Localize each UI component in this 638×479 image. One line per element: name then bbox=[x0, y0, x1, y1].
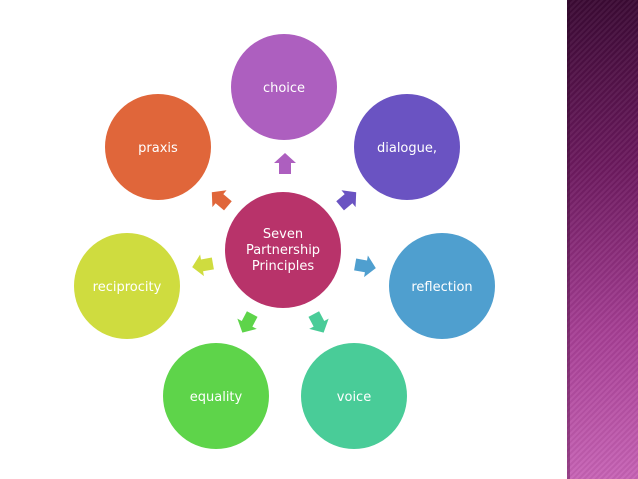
node-label-reflection: reflection bbox=[411, 280, 472, 295]
center-label-line-2: Partnership bbox=[246, 243, 320, 258]
node-label-reciprocity: reciprocity bbox=[93, 280, 162, 295]
node-reflection: reflection bbox=[389, 233, 495, 339]
node-circle-praxis bbox=[105, 94, 211, 200]
node-label-dialogue: dialogue, bbox=[377, 141, 437, 156]
node-voice: voice bbox=[301, 343, 407, 449]
node-circle-choice bbox=[231, 34, 337, 140]
node-dialogue: dialogue, bbox=[354, 94, 460, 200]
center-label-line-3: Principles bbox=[252, 259, 314, 274]
node-equality: equality bbox=[163, 343, 269, 449]
node-circle-equality bbox=[163, 343, 269, 449]
node-circle-reciprocity bbox=[74, 233, 180, 339]
arrow-equality bbox=[237, 311, 258, 333]
arrow-reciprocity bbox=[192, 254, 214, 277]
node-choice: choice bbox=[231, 34, 337, 140]
arrow-praxis bbox=[211, 190, 232, 211]
node-praxis: praxis bbox=[105, 94, 211, 200]
arrow-shape-praxis bbox=[211, 190, 232, 211]
arrow-group bbox=[192, 153, 376, 333]
node-label-voice: voice bbox=[337, 390, 371, 405]
node-label-equality: equality bbox=[190, 390, 243, 405]
arrow-voice bbox=[308, 311, 329, 333]
arrow-shape-choice bbox=[274, 153, 296, 174]
side-band-edge bbox=[567, 0, 570, 479]
arrow-shape-equality bbox=[237, 311, 258, 333]
arrow-dialogue bbox=[336, 190, 357, 211]
arrow-shape-dialogue bbox=[336, 190, 357, 211]
decorative-side-band bbox=[567, 0, 638, 479]
node-circle-voice bbox=[301, 343, 407, 449]
node-group: choice dialogue, reflection voice equality re… bbox=[74, 34, 495, 449]
center-node: Seven Partnership Principles bbox=[225, 192, 341, 308]
partnership-diagram: choice dialogue, reflection voice equality re… bbox=[74, 34, 495, 449]
arrow-reflection bbox=[354, 255, 376, 278]
node-circle-dialogue bbox=[354, 94, 460, 200]
node-label-praxis: praxis bbox=[138, 141, 178, 156]
node-label-choice: choice bbox=[263, 81, 305, 96]
node-reciprocity: reciprocity bbox=[74, 233, 180, 339]
center-circle bbox=[225, 192, 341, 308]
arrow-choice bbox=[274, 153, 296, 174]
arrow-shape-reflection bbox=[354, 255, 376, 278]
node-circle-reflection bbox=[389, 233, 495, 339]
arrow-shape-voice bbox=[308, 311, 329, 333]
arrow-shape-reciprocity bbox=[192, 254, 214, 277]
center-label-line-1: Seven bbox=[263, 227, 303, 242]
